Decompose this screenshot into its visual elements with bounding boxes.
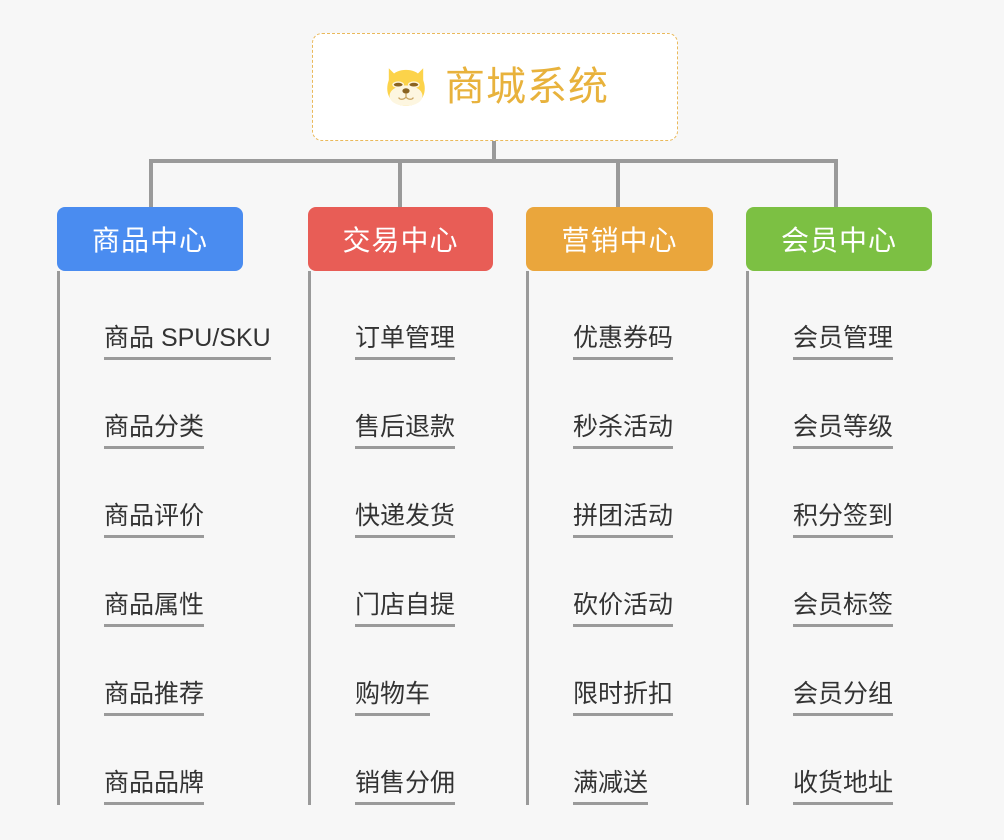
connector-stem [492,141,496,161]
leaf-item[interactable]: 秒杀活动 [545,360,741,449]
leaf-item[interactable]: 商品 SPU/SKU [76,271,272,360]
leaf-label: 拼团活动 [573,503,674,538]
branch-header-2[interactable]: 营销中心 [526,207,713,271]
leaf-item[interactable]: 满减送 [545,716,741,805]
leaf-label: 会员分组 [793,681,894,716]
leaf-label: 秒杀活动 [573,414,674,449]
leaf-label: 购物车 [355,681,431,716]
leaf-item[interactable]: 售后退款 [327,360,523,449]
leaf-label: 商品评价 [104,503,205,538]
leaf-item[interactable]: 会员分组 [765,627,961,716]
leaf-item[interactable]: 订单管理 [327,271,523,360]
connector-drop-2 [616,159,620,207]
leaf-label: 商品 SPU/SKU [104,325,271,360]
leaf-list-1: 订单管理 售后退款 快递发货 门店自提 购物车 销售分佣 [308,271,523,805]
leaf-label: 商品品牌 [104,770,205,805]
leaf-item[interactable]: 会员管理 [765,271,961,360]
leaf-label: 售后退款 [355,414,456,449]
leaf-label: 满减送 [573,770,649,805]
leaf-item[interactable]: 商品属性 [76,538,272,627]
leaf-label: 商品推荐 [104,681,205,716]
leaf-label: 砍价活动 [573,592,674,627]
branch-marketing-center: 营销中心 优惠券码 秒杀活动 拼团活动 砍价活动 限时折扣 满减送 [526,207,741,805]
root-title: 商城系统 [445,65,609,109]
leaf-item[interactable]: 收货地址 [765,716,961,805]
leaf-label: 优惠券码 [573,325,674,360]
leaf-item[interactable]: 砍价活动 [545,538,741,627]
leaf-list-2: 优惠券码 秒杀活动 拼团活动 砍价活动 限时折扣 满减送 [526,271,741,805]
leaf-item[interactable]: 商品推荐 [76,627,272,716]
connector-drop-1 [398,159,402,207]
leaf-item[interactable]: 快递发货 [327,449,523,538]
leaf-label: 收货地址 [793,770,894,805]
leaf-item[interactable]: 会员等级 [765,360,961,449]
root-node[interactable]: 商城系统 [312,33,678,141]
leaf-item[interactable]: 商品品牌 [76,716,272,805]
branch-trade-center: 交易中心 订单管理 售后退款 快递发货 门店自提 购物车 销售分佣 [308,207,523,805]
leaf-list-0: 商品 SPU/SKU 商品分类 商品评价 商品属性 商品推荐 商品品牌 [57,271,272,805]
leaf-label: 门店自提 [355,592,456,627]
leaf-label: 会员标签 [793,592,894,627]
leaf-item[interactable]: 限时折扣 [545,627,741,716]
leaf-label: 销售分佣 [355,770,456,805]
connector-bus [149,159,838,163]
leaf-list-3: 会员管理 会员等级 积分签到 会员标签 会员分组 收货地址 [746,271,961,805]
leaf-item[interactable]: 购物车 [327,627,523,716]
connector-drop-0 [149,159,153,207]
connector-drop-3 [834,159,838,207]
leaf-label: 商品分类 [104,414,205,449]
leaf-item[interactable]: 会员标签 [765,538,961,627]
leaf-label: 限时折扣 [573,681,674,716]
leaf-label: 订单管理 [355,325,456,360]
leaf-label: 会员等级 [793,414,894,449]
leaf-item[interactable]: 门店自提 [327,538,523,627]
leaf-label: 积分签到 [793,503,894,538]
leaf-label: 快递发货 [355,503,456,538]
leaf-label: 会员管理 [793,325,894,360]
leaf-item[interactable]: 销售分佣 [327,716,523,805]
leaf-item[interactable]: 积分签到 [765,449,961,538]
leaf-item[interactable]: 商品评价 [76,449,272,538]
leaf-label: 商品属性 [104,592,205,627]
leaf-item[interactable]: 拼团活动 [545,449,741,538]
branch-header-1[interactable]: 交易中心 [308,207,493,271]
leaf-item[interactable]: 优惠券码 [545,271,741,360]
branch-member-center: 会员中心 会员管理 会员等级 积分签到 会员标签 会员分组 收货地址 [746,207,961,805]
leaf-item[interactable]: 商品分类 [76,360,272,449]
branch-header-3[interactable]: 会员中心 [746,207,932,271]
shiba-dog-icon [387,68,425,106]
branch-product-center: 商品中心 商品 SPU/SKU 商品分类 商品评价 商品属性 商品推荐 商品品牌 [57,207,272,805]
branch-header-0[interactable]: 商品中心 [57,207,243,271]
